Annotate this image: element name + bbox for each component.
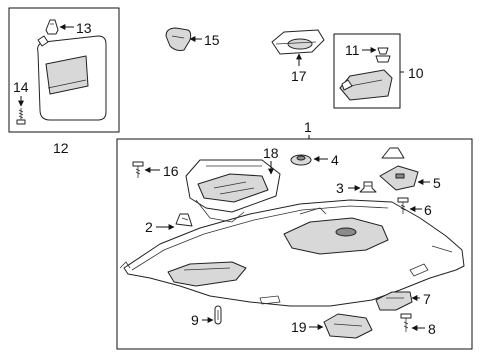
callout-17: 17 xyxy=(291,68,307,84)
callout-3: 3 xyxy=(336,180,344,196)
overhead-console-18-part xyxy=(185,159,281,223)
callout-2: 2 xyxy=(145,219,153,235)
clip-11-part xyxy=(375,47,391,63)
trim-19-part xyxy=(323,313,373,339)
bracket-7-part xyxy=(375,291,413,311)
callout-11: 11 xyxy=(345,42,360,58)
dome-lamp-17-part xyxy=(271,29,325,55)
grommet-4-part xyxy=(290,154,312,166)
visor-screw-part xyxy=(16,108,26,125)
callout-9: 9 xyxy=(191,312,199,328)
headliner-assembly-box xyxy=(116,138,473,350)
callout-14: 14 xyxy=(13,79,29,95)
callout-8: 8 xyxy=(428,321,436,337)
grab-handle-group-box xyxy=(333,33,401,109)
grab-handle-10-part xyxy=(339,69,393,101)
bracket-15-part xyxy=(165,27,192,51)
callout-12: 12 xyxy=(53,140,69,156)
callout-5: 5 xyxy=(433,175,441,191)
callout-13: 13 xyxy=(76,20,92,36)
callout-4: 4 xyxy=(331,152,339,168)
callout-18: 18 xyxy=(263,145,279,161)
screw-16-part xyxy=(132,161,144,178)
headliner-panel-part xyxy=(119,199,465,307)
sun-visor-part xyxy=(37,35,107,121)
screw-8-part xyxy=(400,313,412,332)
visor-clip-part xyxy=(45,19,59,35)
callout-6: 6 xyxy=(424,202,432,218)
pin-9-part xyxy=(214,305,222,325)
callout-10: 10 xyxy=(408,65,424,81)
callout-16: 16 xyxy=(163,163,179,179)
bracket-5-part xyxy=(379,147,419,191)
callout-7: 7 xyxy=(423,291,431,307)
sunvisor-group-box xyxy=(8,7,120,133)
callout-1: 1 xyxy=(304,119,312,135)
clip-2-part xyxy=(175,213,193,227)
callout-19: 19 xyxy=(291,319,307,335)
clip-3-part xyxy=(359,181,377,193)
screw-6-part xyxy=(397,197,409,214)
callout-15: 15 xyxy=(204,32,220,48)
